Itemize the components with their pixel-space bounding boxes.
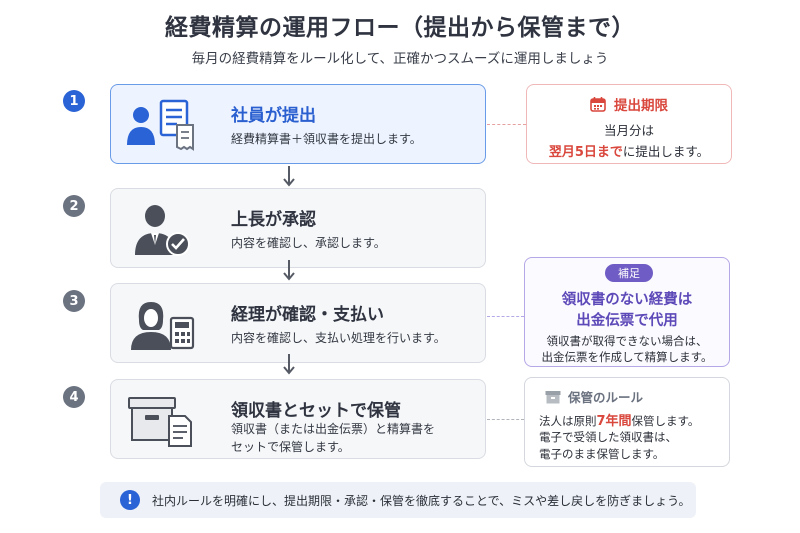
- deadline-emphasis: 翌月5日まで: [548, 145, 623, 160]
- deadline-line2: 翌月5日までに提出します。: [527, 141, 731, 160]
- storage-rule-line1: 法人は原則7年間保管します。: [539, 410, 699, 429]
- arrow-down-icon: [283, 260, 295, 281]
- supplement-title-line2: 出金伝票で代用: [576, 313, 678, 329]
- manager-approve-icon: [135, 205, 190, 256]
- connector-dashed: [487, 419, 524, 420]
- supplement-callout: 補足 領収書のない経費は 出金伝票で代用 領収書が取得できない場合は、 出金伝票…: [524, 257, 730, 367]
- page-title: 経費精算の運用フロー（提出から保管まで）: [165, 15, 635, 41]
- step-title: 経理が確認・支払い: [231, 305, 384, 325]
- info-icon: !: [120, 490, 140, 510]
- step-number-2: 2: [63, 195, 85, 217]
- supplement-badge: 補足: [605, 264, 653, 282]
- storage-rule-text: 保管します。: [631, 414, 700, 428]
- step-description-line2: セットで保管します。: [231, 440, 350, 454]
- storage-rule-period: 7年間: [596, 414, 632, 429]
- connector-dashed: [487, 124, 526, 125]
- step-title: 領収書とセットで保管: [231, 401, 401, 421]
- step-number-4: 4: [63, 386, 85, 408]
- step-number-1: 1: [63, 90, 85, 112]
- step-card-storage: 領収書とセットで保管 領収書（または出金伝票）と精算書を セットで保管します。: [110, 379, 486, 459]
- arrow-down-icon: [283, 354, 295, 375]
- calendar-icon: [590, 97, 606, 112]
- step-title: 上長が承認: [231, 210, 316, 230]
- step-card-approve: 上長が承認 内容を確認し、承認します。: [110, 188, 486, 268]
- step-description-line1: 領収書（または出金伝票）と精算書を: [231, 422, 436, 436]
- notice-text: 社内ルールを明確にし、提出期限・承認・保管を徹底することで、ミスや差し戻しを防ぎ…: [152, 493, 691, 508]
- storage-rule-line3: 電子のまま保管します。: [539, 447, 665, 461]
- employee-document-icon: [127, 99, 194, 151]
- notice-bar: ! 社内ルールを明確にし、提出期限・承認・保管を徹底することで、ミスや差し戻しを…: [100, 482, 696, 518]
- deadline-line1: 当月分は: [603, 123, 654, 138]
- connector-dashed: [487, 316, 524, 317]
- supplement-desc-line2: 出金伝票を作成して精算します。: [541, 350, 713, 364]
- supplement-title-line1: 領収書のない経費は: [561, 292, 693, 308]
- storage-box-icon: [128, 397, 192, 447]
- step-description: 内容を確認し、支払い処理を行います。: [231, 331, 446, 345]
- step-card-submit: 社員が提出 経費精算書＋領収書を提出します。: [110, 84, 486, 164]
- deadline-heading: 提出期限: [614, 98, 668, 114]
- storage-rule-line2: 電子で受領した領収書は、: [539, 430, 677, 444]
- deadline-rest: に提出します。: [622, 144, 710, 159]
- storage-rule-callout: 保管のルール 法人は原則7年間保管します。 電子で受領した領収書は、 電子のまま…: [524, 377, 730, 467]
- step-title: 社員が提出: [231, 106, 316, 126]
- step-number-3: 3: [63, 290, 85, 312]
- arrow-down-icon: [283, 166, 295, 187]
- step-description: 内容を確認し、承認します。: [231, 236, 386, 250]
- step-card-accounting: 経理が確認・支払い 内容を確認し、支払い処理を行います。: [110, 283, 486, 363]
- archive-box-icon: [545, 390, 561, 403]
- supplement-desc-line1: 領収書が取得できない場合は、: [546, 334, 708, 348]
- deadline-callout: 提出期限 当月分は 翌月5日までに提出します。: [526, 84, 732, 164]
- accountant-calculator-icon: [131, 302, 195, 350]
- storage-rule-heading: 保管のルール: [568, 390, 644, 405]
- step-description: 領収書（または出金伝票）と精算書を セットで保管します。: [231, 420, 435, 456]
- page-subtitle: 毎月の経費精算をルール化して、正確かつスムーズに運用しましょう: [191, 51, 609, 67]
- storage-rule-text: 法人は原則: [539, 414, 597, 428]
- step-description: 経費精算書＋領収書を提出します。: [231, 132, 422, 146]
